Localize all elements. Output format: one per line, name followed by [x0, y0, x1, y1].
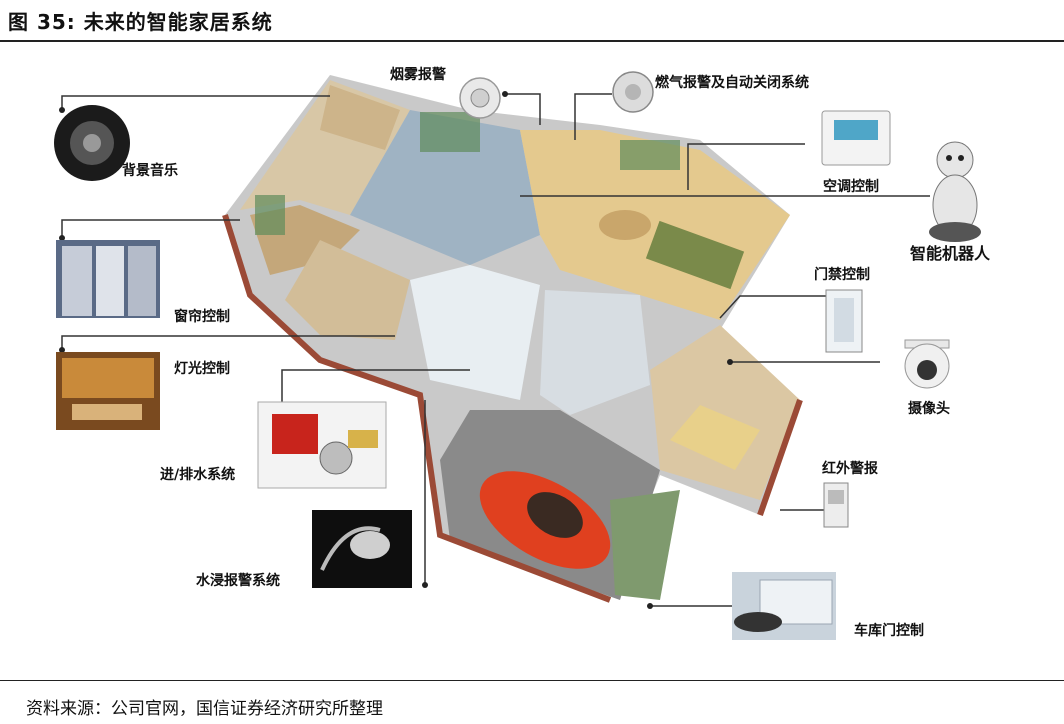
speaker-icon	[54, 105, 130, 181]
figure-title: 图 35: 未来的智能家居系统	[8, 10, 273, 34]
callout-dots	[59, 91, 733, 609]
background-music-label: 背景音乐	[122, 163, 178, 179]
access-control-icon	[825, 289, 863, 353]
light-photo	[56, 352, 160, 430]
smart-robot-label: 智能机器人	[910, 244, 991, 263]
ac-control-label: 空调控制	[823, 179, 879, 195]
camera-label: 摄像头	[908, 401, 950, 417]
ac-thermostat-icon	[821, 110, 891, 166]
flood-alarm-photo	[312, 510, 412, 588]
smart-home-diagram	[54, 71, 981, 640]
room-bathroom	[410, 265, 540, 400]
top-rule	[0, 40, 1064, 42]
smoke-alarm-label: 烟雾报警	[390, 67, 446, 83]
room-bedroom-2	[285, 240, 410, 340]
smoke-detector-icon	[459, 77, 501, 119]
access-control-label: 门禁控制	[814, 267, 870, 283]
source-note: 资料来源：公司官网，国信证券经济研究所整理	[26, 699, 383, 719]
gas-detector-icon	[612, 71, 654, 113]
flood-alarm-label: 水浸报警系统	[196, 573, 280, 589]
infrared-sensor-icon	[823, 482, 849, 528]
light-control-label: 灯光控制	[174, 361, 230, 377]
water-pump-photo	[257, 401, 387, 489]
robot-icon	[929, 141, 981, 242]
infrared-alarm-label: 红外警报	[822, 461, 878, 477]
room-hall	[350, 110, 540, 265]
garage-door-photo	[732, 572, 836, 640]
house-floorplan	[222, 75, 803, 603]
water-system-label: 进/排水系统	[160, 467, 236, 483]
room-master-bedroom	[650, 325, 800, 500]
garage-door-label: 车库门控制	[854, 623, 924, 639]
gas-alarm-label: 燃气报警及自动关闭系统	[655, 75, 809, 91]
bottom-rule	[0, 680, 1064, 681]
curtain-photo	[56, 240, 160, 318]
curtain-control-label: 窗帘控制	[174, 309, 230, 325]
camera-icon	[904, 339, 950, 389]
callout-lines	[61, 93, 930, 607]
